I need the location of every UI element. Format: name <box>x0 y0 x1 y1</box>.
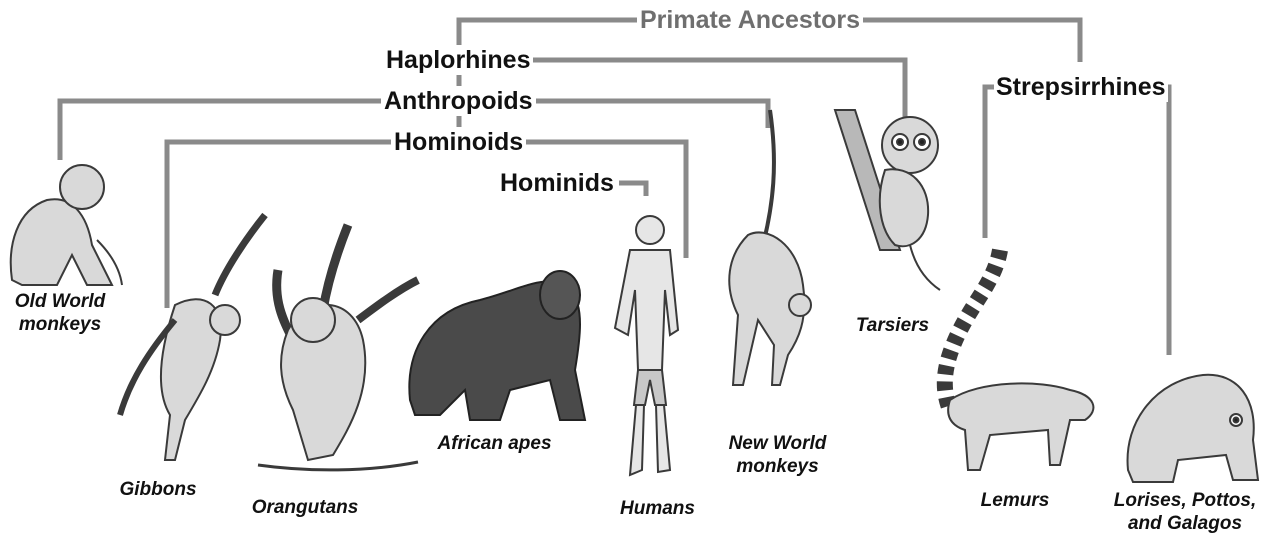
taxon-african-apes: African apes <box>422 432 567 455</box>
taxon-lemurs: Lemurs <box>965 489 1065 512</box>
node-haplorhines: Haplorhines <box>383 45 533 75</box>
taxon-new-world-monkeys: New World monkeys <box>715 432 840 478</box>
node-primate-ancestors: Primate Ancestors <box>637 5 863 35</box>
old-world-monkey-icon <box>2 155 127 290</box>
taxon-humans: Humans <box>600 497 715 520</box>
spider-monkey-icon <box>708 105 818 395</box>
taxon-orangutans: Orangutans <box>240 496 370 519</box>
node-hominoids: Hominoids <box>391 127 526 157</box>
taxon-tarsiers: Tarsiers <box>850 314 935 337</box>
loris-icon <box>1118 360 1263 490</box>
human-icon <box>600 210 700 490</box>
taxon-gibbons: Gibbons <box>108 478 208 501</box>
node-anthropoids: Anthropoids <box>381 86 536 116</box>
taxon-lorises-pottos-galagos: Lorises, Pottos, and Galagos <box>1105 489 1265 535</box>
lemur-icon <box>920 240 1105 480</box>
taxon-old-world-monkeys: Old World monkeys <box>5 290 115 336</box>
node-strepsirrhines: Strepsirrhines <box>994 72 1168 102</box>
node-hominids: Hominids <box>497 168 617 198</box>
gorilla-icon <box>400 250 600 430</box>
branch-hominids-hook <box>619 183 646 196</box>
